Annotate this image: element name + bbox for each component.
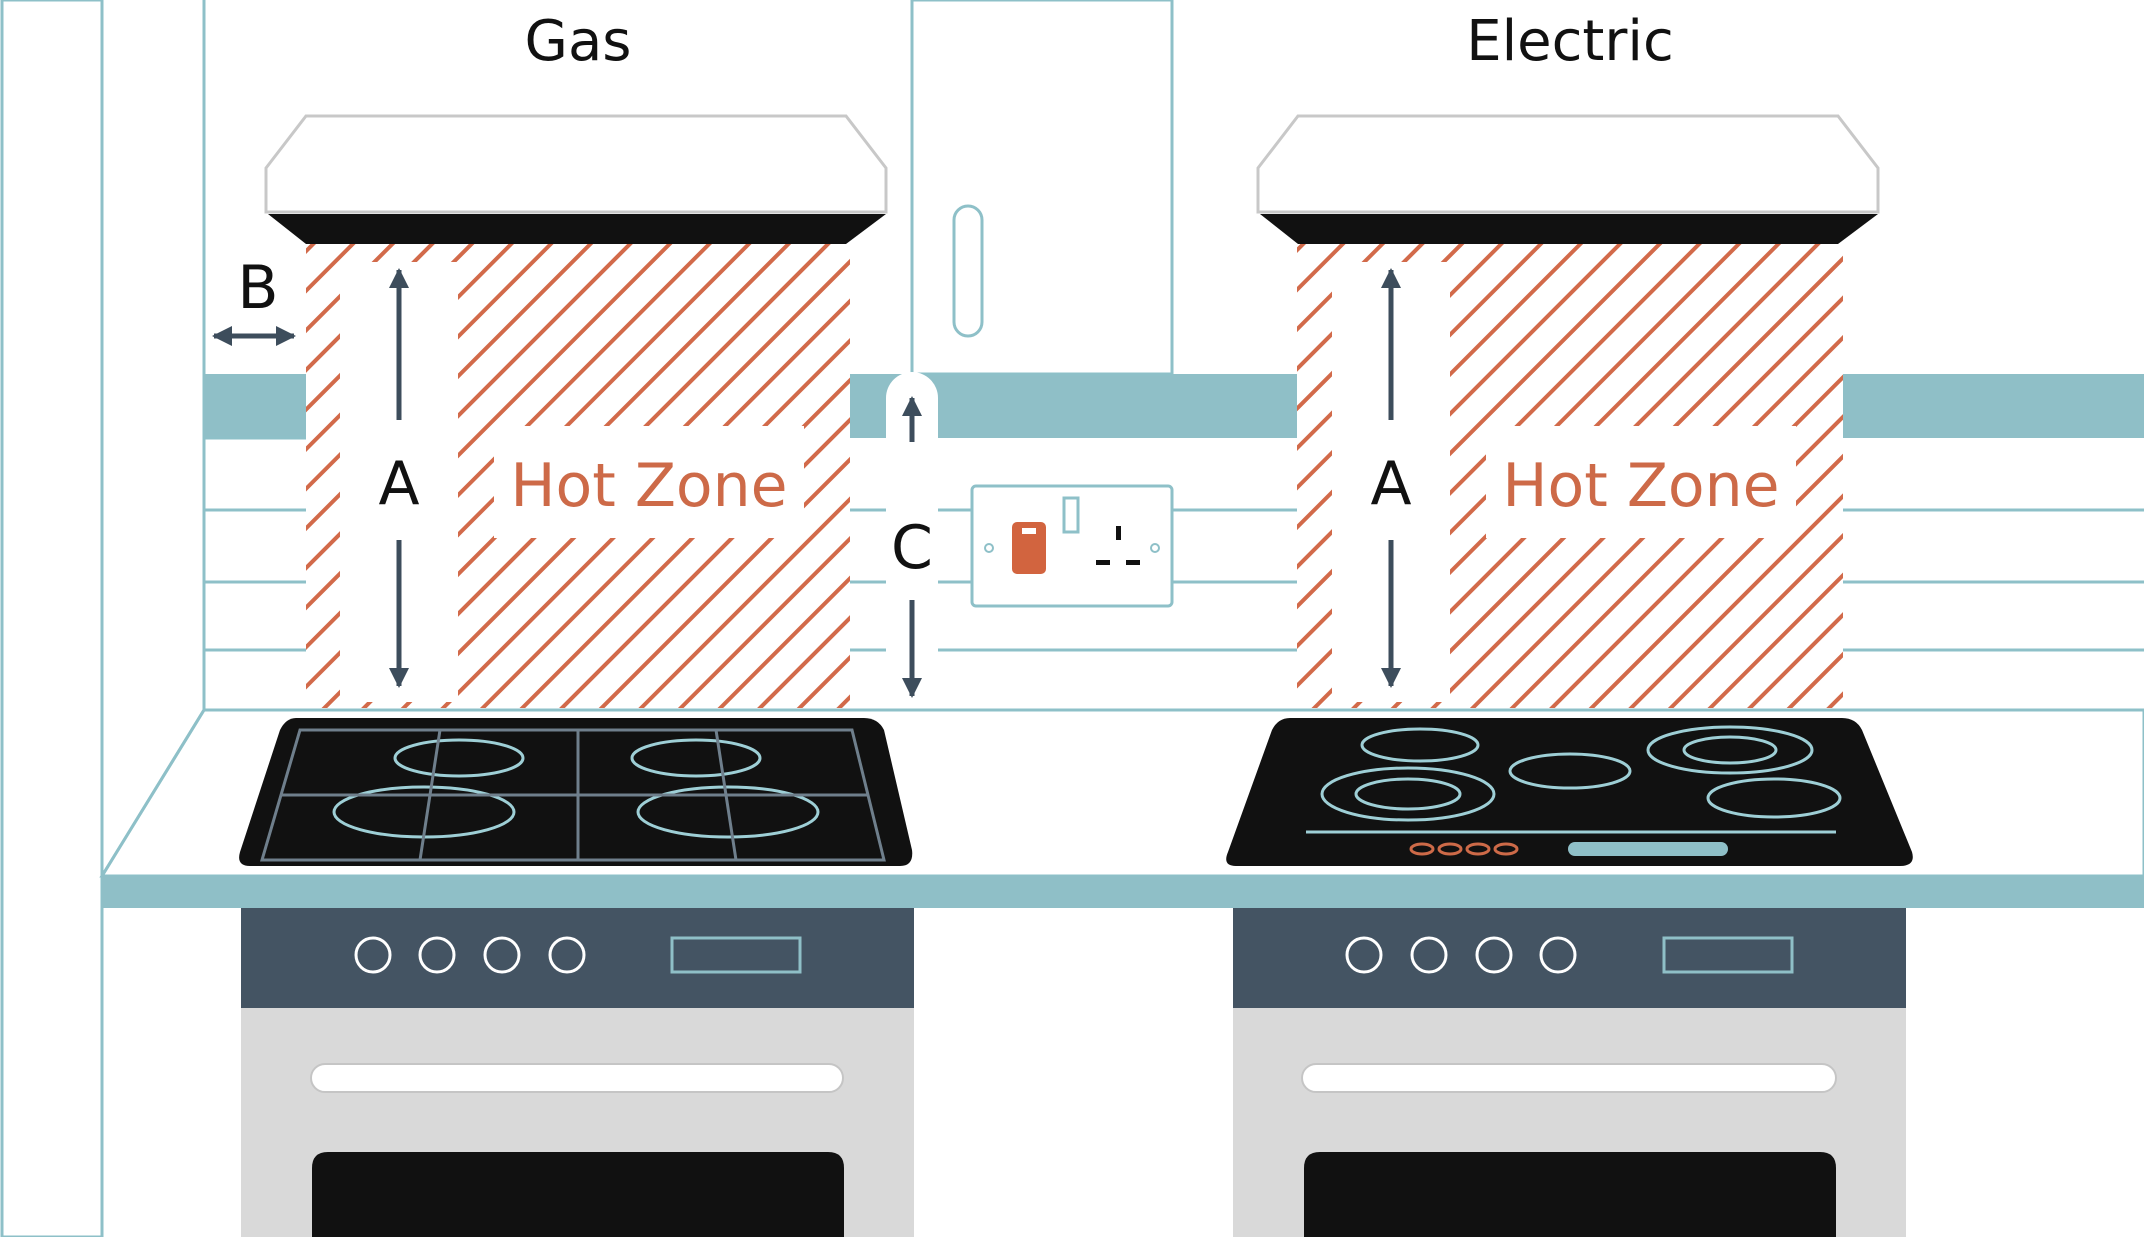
dimension-c (886, 372, 938, 706)
tall-cupboard (910, 0, 1174, 376)
label-a-gas: A (378, 449, 419, 519)
double-socket-icon (970, 484, 1174, 608)
label-a-electric: A (1370, 449, 1411, 519)
dimension-a-electric (1332, 262, 1450, 702)
ceramic-hob-icon (1226, 718, 1913, 866)
extractor-hood-electric (1256, 114, 1880, 244)
hot-zone-gas-label: Hot Zone (510, 451, 787, 521)
hot-zone-electric-label: Hot Zone (1502, 451, 1779, 521)
oven-icon (241, 908, 914, 1237)
dimension-a-gas (340, 262, 458, 702)
electric-title: Electric (1466, 9, 1674, 74)
hot-zone-electric-label-bg (1486, 426, 1796, 538)
extractor-hood-gas (264, 114, 888, 244)
label-b: B (237, 253, 278, 323)
label-c: C (891, 513, 933, 583)
gas-hob-icon (239, 718, 913, 866)
oven-electric (1233, 908, 1906, 1237)
gas-title: Gas (525, 9, 632, 74)
hot-zone-gas-label-bg (494, 426, 804, 538)
left-wall-pillar (0, 0, 206, 1237)
